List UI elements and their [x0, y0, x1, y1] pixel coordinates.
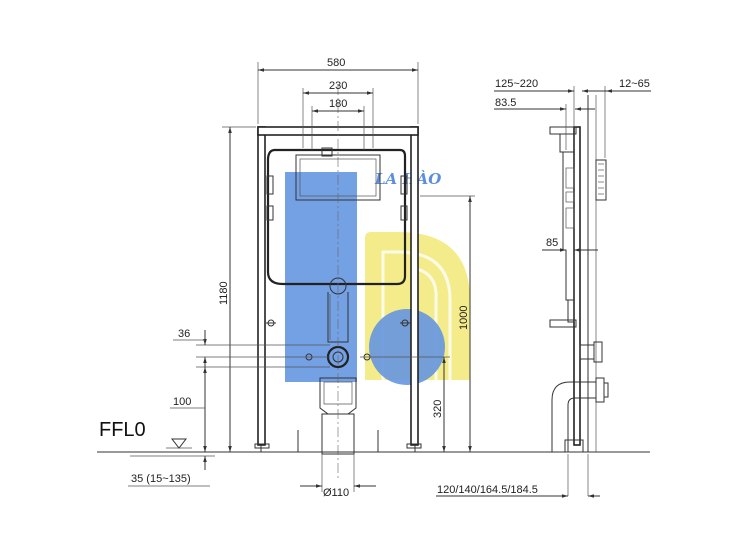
dim-1180: 1180	[218, 281, 230, 305]
floor-level-label: FFL0	[99, 419, 146, 441]
side-tank-profile	[562, 151, 575, 301]
front-dimensions: 580 230 180 1180 1000 320 36 100	[128, 57, 475, 499]
dim-36: 36	[178, 328, 190, 340]
dim-320: 320	[432, 400, 444, 418]
dim-180: 180	[329, 98, 347, 110]
flush-plate-side	[595, 159, 607, 201]
dim-580: 580	[327, 57, 345, 69]
floor-line: FFL0	[97, 419, 650, 453]
cistern-tank	[266, 148, 407, 286]
watermark-blue-bar	[285, 172, 357, 382]
dim-100: 100	[173, 396, 191, 408]
frame-left-upright	[257, 126, 266, 446]
frame-right-upright	[410, 126, 419, 446]
side-dimensions: 125~220 12~65 83.5 85 120/140/164.5/184.…	[436, 78, 651, 498]
dim-230: 230	[329, 80, 347, 92]
dim-side-mid: 85	[546, 237, 558, 249]
dim-side-depth: 125~220	[495, 78, 538, 90]
dim-side-bottom-range: 120/140/164.5/184.5	[437, 484, 538, 496]
dim-pipe-diameter: Ø110	[323, 487, 349, 499]
side-view	[549, 95, 609, 453]
dim-1000: 1000	[458, 306, 470, 330]
dim-floor-range: 35 (15~135)	[131, 473, 191, 485]
dim-side-offset-right: 12~65	[619, 78, 650, 90]
dim-side-inner: 83.5	[495, 97, 516, 109]
watermark-blue-circle	[369, 309, 445, 385]
watermark-text: LA HÀO	[374, 170, 441, 188]
front-view	[254, 85, 422, 480]
side-frame-upright	[573, 126, 581, 446]
watermark-logo: LA HÀO	[285, 170, 470, 385]
